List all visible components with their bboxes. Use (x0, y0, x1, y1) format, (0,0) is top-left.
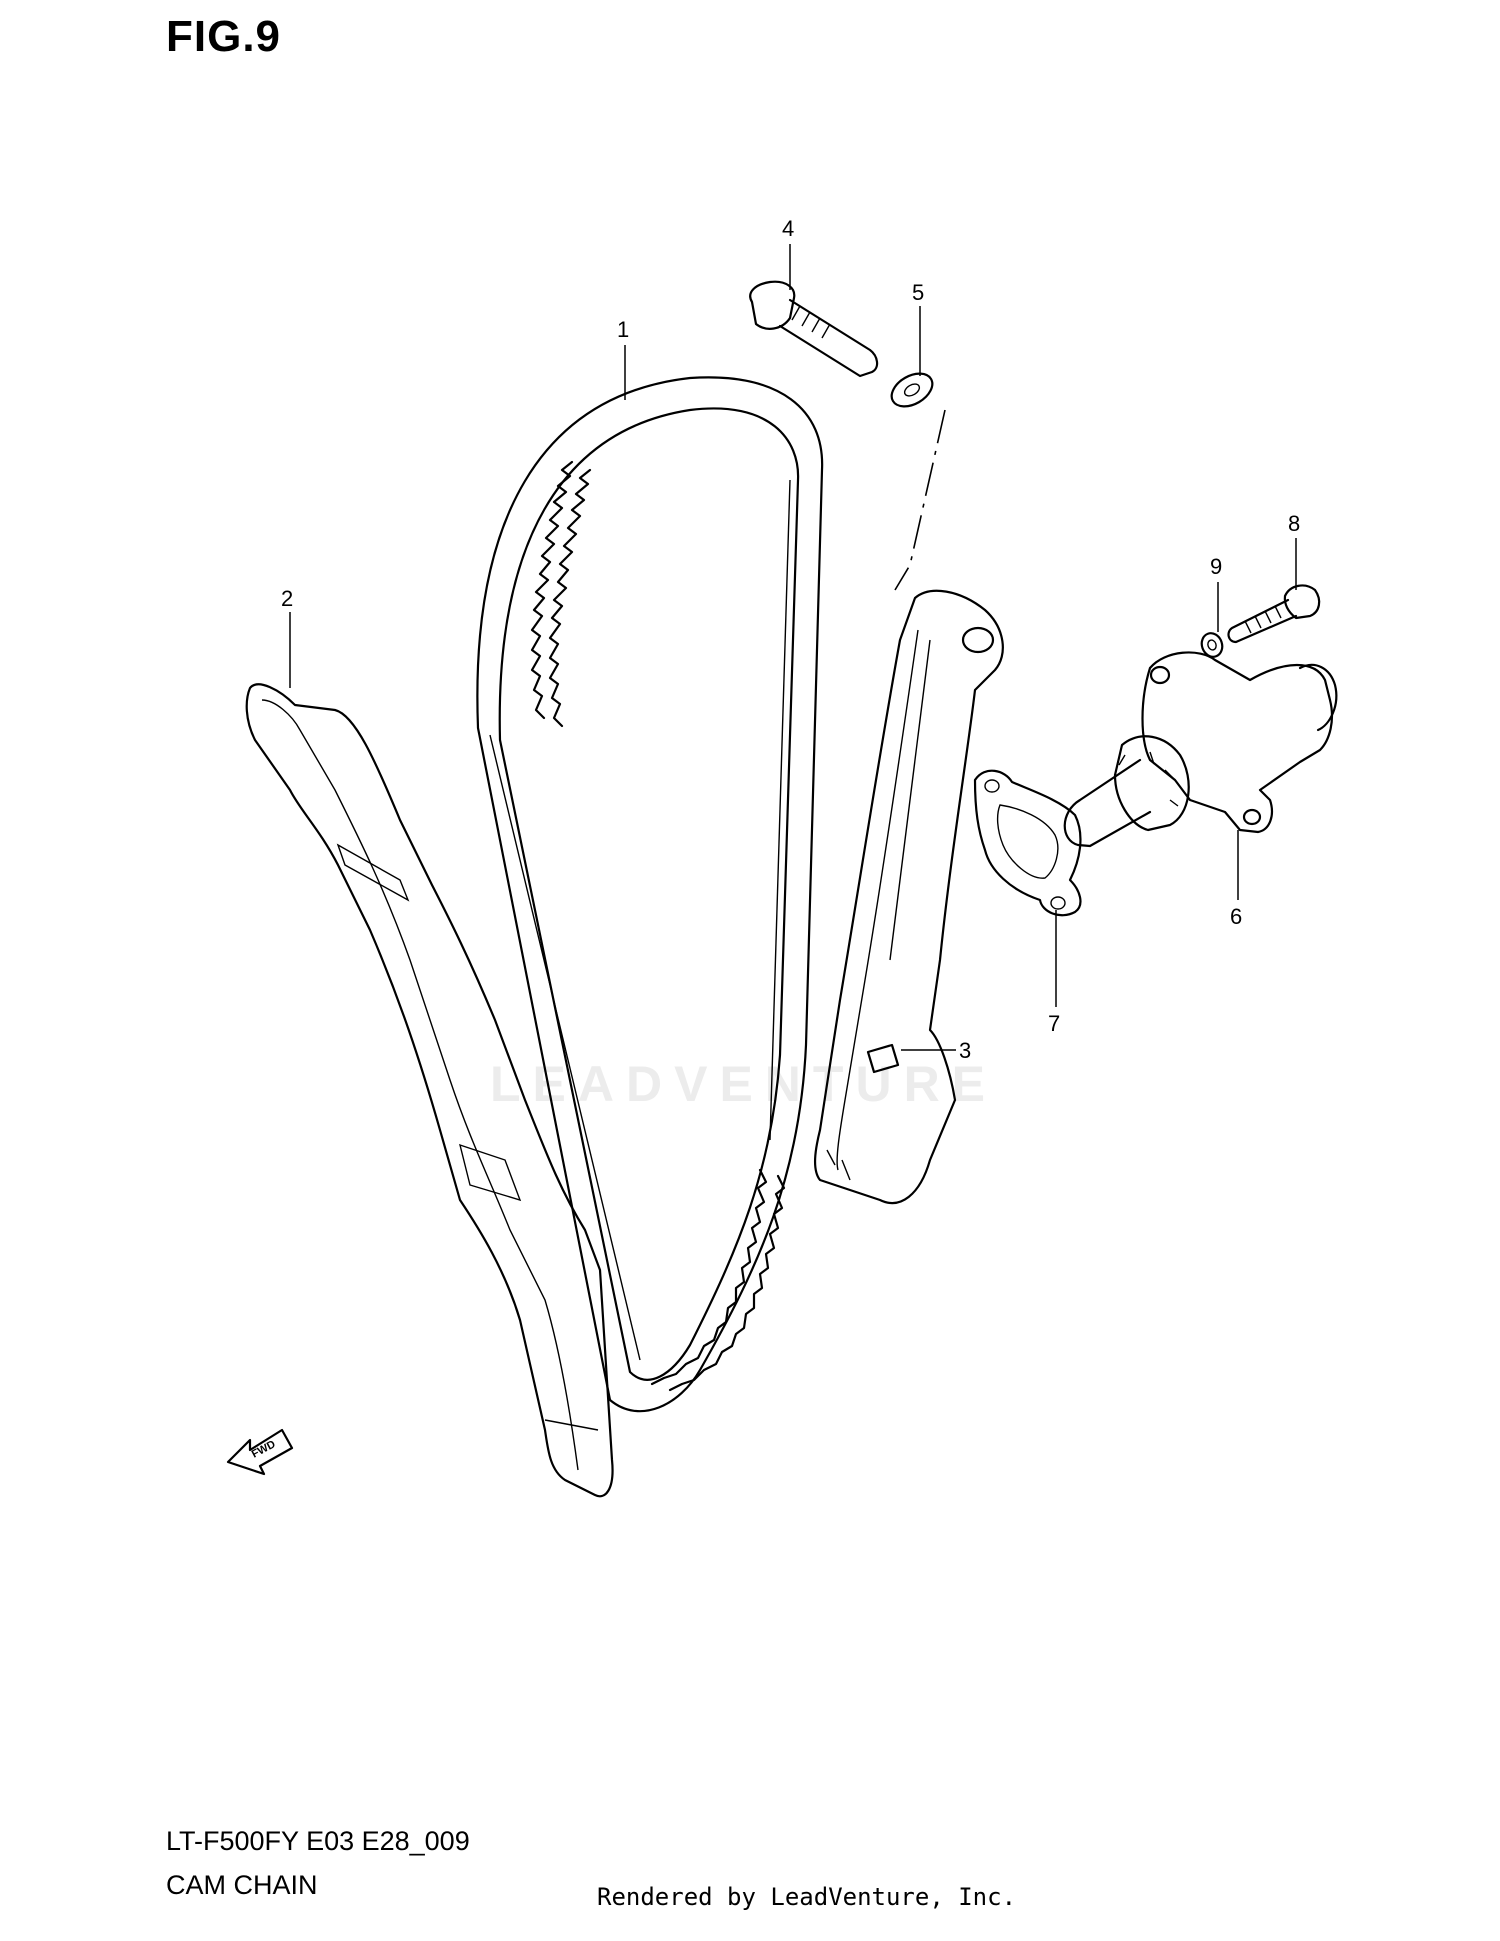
callout-1: 1 (617, 317, 629, 342)
adjuster-bolt-part (1227, 584, 1321, 644)
callout-3: 3 (959, 1038, 971, 1063)
model-code: LT-F500FY E03 E28_009 (166, 1826, 470, 1856)
watermark: LEADVENTURE (490, 1056, 998, 1112)
callout-9: 9 (1210, 554, 1222, 579)
callout-6: 6 (1230, 904, 1242, 929)
callout-8: 8 (1288, 511, 1300, 536)
cam-chain-part (476, 376, 824, 1413)
leader-lines (289, 244, 1297, 1051)
tensioner-arm-part (814, 589, 1004, 1205)
bolt-washer-part (1200, 632, 1224, 658)
section-title: CAM CHAIN (166, 1870, 318, 1900)
chain-guide-part (245, 683, 614, 1498)
assembly-line (894, 409, 946, 591)
washer-part (890, 372, 934, 408)
callout-5: 5 (912, 280, 924, 305)
figure-title: FIG.9 (166, 12, 282, 61)
bolt-part (749, 280, 879, 378)
gasket-part (973, 769, 1082, 917)
callout-7: 7 (1048, 1011, 1060, 1036)
render-credit: Rendered by LeadVenture, Inc. (597, 1883, 1017, 1911)
tensioner-adjuster-part (1063, 651, 1338, 848)
callout-2: 2 (281, 586, 293, 611)
callout-4: 4 (782, 216, 794, 241)
fwd-arrow-icon: FWD (226, 1428, 294, 1476)
